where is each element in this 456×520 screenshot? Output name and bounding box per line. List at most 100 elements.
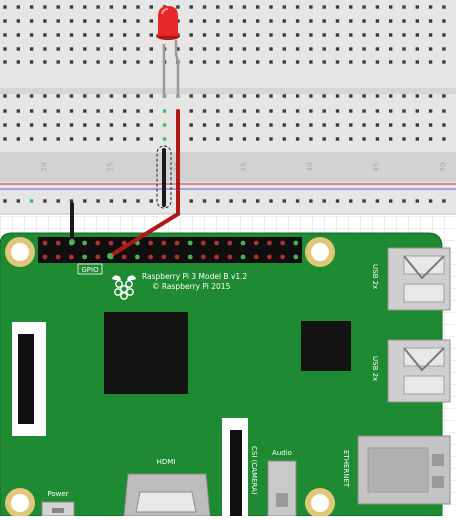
breadboard-hole bbox=[269, 94, 273, 98]
breadboard-hole bbox=[375, 5, 380, 9]
gpio-pin bbox=[148, 254, 154, 260]
breadboard-hole bbox=[16, 137, 20, 141]
power-label: Power bbox=[47, 490, 68, 498]
breadboard-hole bbox=[149, 47, 153, 51]
breadboard-hole bbox=[242, 33, 247, 37]
gpio-wires bbox=[69, 202, 180, 259]
breadboard-hole bbox=[295, 19, 300, 23]
audio-jack-socket bbox=[276, 493, 288, 507]
breadboard-hole bbox=[428, 94, 433, 98]
breadboard-hole bbox=[375, 123, 380, 127]
breadboard-hole bbox=[269, 123, 273, 127]
hdmi-port bbox=[123, 473, 211, 517]
breadboard-hole bbox=[149, 109, 153, 113]
breadboard-hole bbox=[29, 5, 34, 9]
breadboard-hole bbox=[189, 199, 193, 203]
raspberry-logo-icon bbox=[112, 275, 136, 300]
breadboard-hole bbox=[3, 47, 7, 51]
breadboard-wires bbox=[156, 109, 180, 216]
breadboard-hole bbox=[202, 123, 207, 127]
breadboard-hole bbox=[202, 137, 207, 141]
breadboard-hole bbox=[136, 109, 140, 113]
gpio-pin bbox=[214, 240, 220, 246]
gpio-pin bbox=[135, 254, 140, 260]
breadboard-hole bbox=[309, 137, 313, 141]
breadboard-hole bbox=[3, 109, 7, 113]
breadboard-hole bbox=[282, 33, 286, 37]
gpio-header bbox=[38, 237, 302, 263]
breadboard-hole bbox=[428, 5, 433, 9]
breadboard-hole bbox=[415, 60, 419, 64]
breadboard-hole bbox=[428, 109, 433, 113]
breadboard-hole bbox=[335, 60, 340, 64]
breadboard-hole bbox=[242, 137, 247, 141]
breadboard-hole bbox=[162, 123, 167, 127]
breadboard-hole bbox=[83, 60, 87, 64]
breadboard-hole bbox=[149, 137, 153, 141]
breadboard-hole bbox=[202, 199, 207, 203]
breadboard-hole bbox=[136, 19, 140, 23]
breadboard-hole bbox=[69, 137, 74, 141]
breadboard-hole bbox=[282, 123, 286, 127]
gpio-pin bbox=[95, 254, 101, 260]
gpio-pin bbox=[187, 240, 193, 246]
breadboard-hole bbox=[282, 94, 286, 98]
breadboard-hole bbox=[322, 60, 326, 64]
dsi-label: DSI (DISPLAY) bbox=[38, 342, 46, 391]
breadboard-hole bbox=[136, 5, 140, 9]
gpio-pin bbox=[293, 240, 299, 246]
breadboard-hole bbox=[16, 33, 20, 37]
gpio-pin bbox=[214, 254, 220, 260]
breadboard-hole bbox=[242, 94, 247, 98]
breadboard-hole bbox=[309, 94, 313, 98]
breadboard-hole bbox=[428, 33, 433, 37]
breadboard-hole bbox=[282, 60, 286, 64]
breadboard-hole bbox=[256, 5, 260, 9]
breadboard-hole bbox=[375, 137, 380, 141]
led-body bbox=[158, 6, 178, 36]
dsi-connector-slot bbox=[18, 334, 34, 424]
usb-port-1-slot-bottom bbox=[403, 283, 445, 303]
breadboard-column-label: 35 bbox=[240, 163, 248, 172]
usb-label-2: USB 2x bbox=[371, 356, 379, 381]
ethernet-led-top bbox=[432, 454, 444, 466]
breadboard-hole bbox=[162, 137, 167, 141]
breadboard-hole bbox=[43, 199, 47, 203]
breadboard-hole bbox=[375, 33, 380, 37]
breadboard-hole bbox=[123, 137, 127, 141]
breadboard-hole bbox=[43, 94, 47, 98]
breadboard-hole bbox=[69, 123, 74, 127]
breadboard-hole bbox=[136, 33, 140, 37]
breadboard-hole bbox=[389, 47, 393, 51]
breadboard-hole bbox=[229, 47, 233, 51]
breadboard-hole bbox=[295, 123, 300, 127]
breadboard-hole bbox=[362, 5, 366, 9]
gpio-pin bbox=[174, 240, 180, 246]
breadboard-hole bbox=[123, 47, 127, 51]
breadboard-hole bbox=[136, 60, 140, 64]
breadboard-hole bbox=[69, 109, 74, 113]
breadboard-hole bbox=[415, 47, 419, 51]
breadboard-hole bbox=[322, 137, 326, 141]
breadboard-hole bbox=[442, 199, 446, 203]
signal-wire bbox=[108, 212, 180, 258]
gpio-pin bbox=[201, 240, 206, 246]
breadboard-hole bbox=[3, 199, 7, 203]
audio-label: Audio bbox=[272, 449, 292, 457]
breadboard-hole bbox=[202, 109, 207, 113]
breadboard-hole bbox=[229, 123, 233, 127]
breadboard-hole bbox=[242, 60, 247, 64]
gpio-pin bbox=[253, 254, 259, 260]
breadboard-hole bbox=[216, 137, 220, 141]
breadboard-hole bbox=[362, 60, 366, 64]
breadboard-hole bbox=[149, 33, 153, 37]
breadboard-hole bbox=[402, 94, 406, 98]
breadboard-hole bbox=[282, 47, 286, 51]
breadboard-hole bbox=[295, 47, 300, 51]
breadboard-hole bbox=[309, 33, 313, 37]
breadboard-hole bbox=[402, 19, 406, 23]
breadboard-hole bbox=[442, 94, 446, 98]
breadboard-hole bbox=[295, 5, 300, 9]
ethernet-port bbox=[357, 435, 451, 505]
breadboard-hole bbox=[189, 47, 193, 51]
